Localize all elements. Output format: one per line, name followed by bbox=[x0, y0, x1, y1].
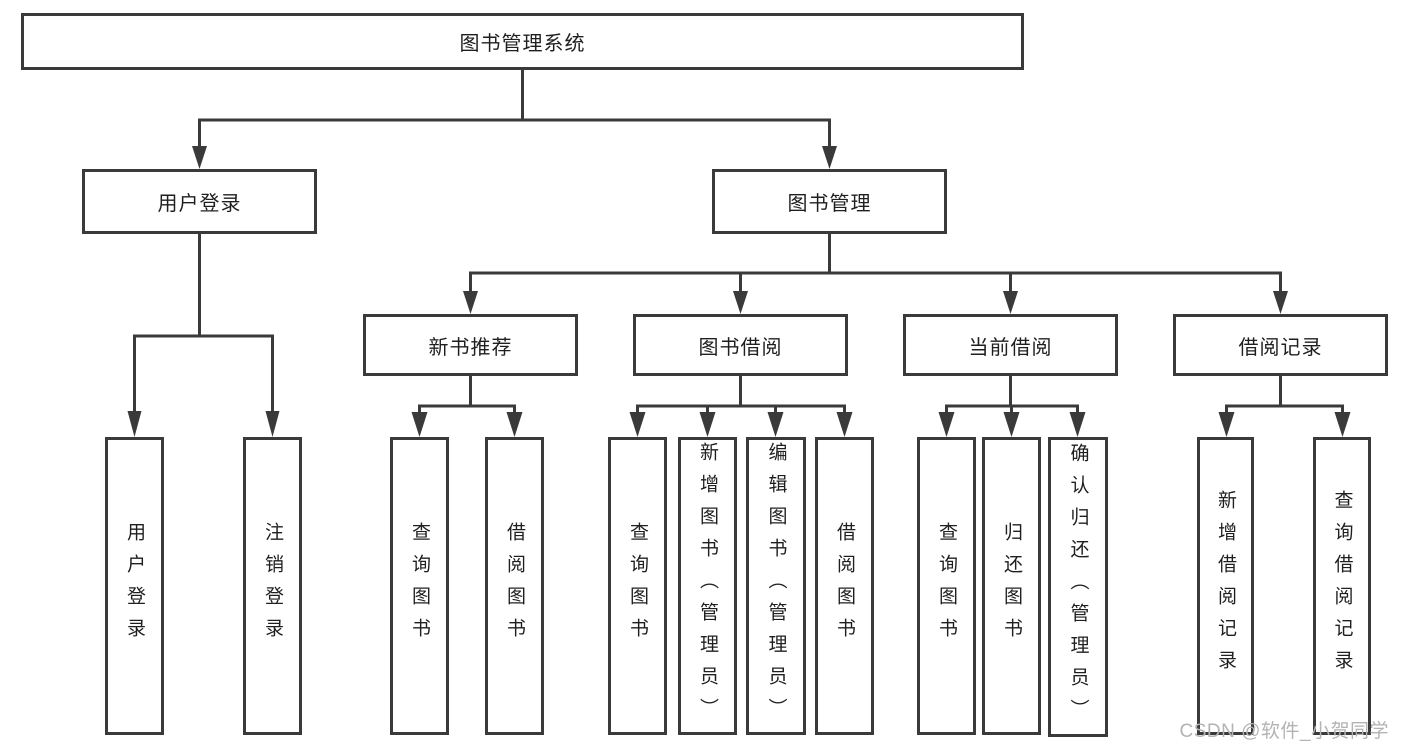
node-query-books-recommend: 查询图书 bbox=[390, 437, 449, 735]
node-borrow-books-action: 借阅图书 bbox=[815, 437, 874, 735]
node-book-management-label: 图书管理 bbox=[787, 193, 872, 215]
node-query-borrowing-record-label: 查询借阅记录 bbox=[1331, 490, 1353, 682]
node-book-management: 图书管理 bbox=[712, 169, 947, 234]
node-query-books-recommend-label: 查询图书 bbox=[409, 522, 430, 650]
node-borrowing-records: 借阅记录 bbox=[1173, 314, 1388, 376]
node-current-borrowing-label: 当前借阅 bbox=[968, 336, 1053, 359]
node-borrow-books-recommend-label: 借阅图书 bbox=[504, 522, 525, 650]
node-borrow-books-recommend: 借阅图书 bbox=[485, 437, 544, 735]
csdn-watermark: CSDN @软件_小贺同学 bbox=[1179, 721, 1389, 742]
node-query-books-borrow-label: 查询图书 bbox=[627, 522, 648, 650]
node-logout-action-label: 注销登录 bbox=[262, 522, 283, 650]
node-edit-book-admin: 编辑图书（管理员） bbox=[746, 437, 806, 735]
node-library-system: 图书管理系统 bbox=[21, 13, 1024, 70]
node-user-login: 用户登录 bbox=[82, 169, 317, 234]
node-library-system-label: 图书管理系统 bbox=[459, 33, 586, 55]
node-add-borrowing-record: 新增借阅记录 bbox=[1197, 437, 1254, 735]
node-borrow-books-action-label: 借阅图书 bbox=[834, 522, 855, 650]
node-return-books-label: 归还图书 bbox=[1001, 522, 1022, 650]
node-logout-action: 注销登录 bbox=[243, 437, 302, 735]
node-query-books-current-label: 查询图书 bbox=[936, 522, 957, 650]
node-return-books: 归还图书 bbox=[982, 437, 1041, 735]
node-borrowing-records-label: 借阅记录 bbox=[1238, 336, 1323, 359]
node-confirm-return-admin: 确认归还（管理员） bbox=[1048, 437, 1108, 737]
node-new-book-recommendation: 新书推荐 bbox=[363, 314, 578, 376]
node-edit-book-admin-label: 编辑图书（管理员） bbox=[765, 442, 787, 730]
node-query-borrowing-record: 查询借阅记录 bbox=[1313, 437, 1371, 735]
node-current-borrowing: 当前借阅 bbox=[903, 314, 1118, 376]
node-new-book-recommendation-label: 新书推荐 bbox=[428, 336, 513, 359]
node-user-login-label: 用户登录 bbox=[157, 193, 242, 215]
node-add-book-admin-label: 新增图书（管理员） bbox=[697, 442, 718, 730]
node-book-borrowing: 图书借阅 bbox=[633, 314, 848, 376]
node-add-borrowing-record-label: 新增借阅记录 bbox=[1215, 490, 1236, 682]
node-login-action-label: 用户登录 bbox=[124, 522, 145, 650]
node-query-books-borrow: 查询图书 bbox=[608, 437, 667, 735]
node-book-borrowing-label: 图书借阅 bbox=[698, 336, 783, 359]
node-query-books-current: 查询图书 bbox=[917, 437, 976, 735]
node-login-action: 用户登录 bbox=[105, 437, 164, 735]
node-add-book-admin: 新增图书（管理员） bbox=[678, 437, 737, 735]
node-confirm-return-admin-label: 确认归还（管理员） bbox=[1067, 443, 1089, 731]
